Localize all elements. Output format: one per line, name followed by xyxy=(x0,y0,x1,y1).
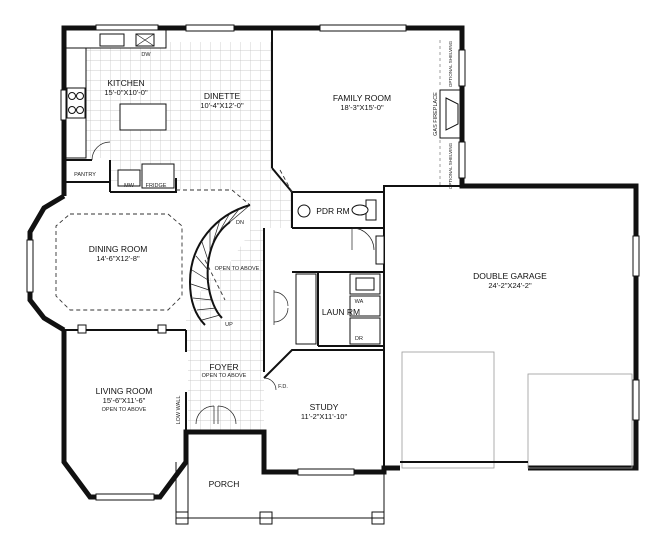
dw-label: DW xyxy=(141,52,151,58)
gas-fireplace-label: GAS FIREPLACE xyxy=(433,92,439,136)
family-room-label: FAMILY ROOM xyxy=(333,93,391,103)
fd-label: F.D. xyxy=(278,384,288,390)
living-room-label: LIVING ROOM xyxy=(96,386,153,396)
stair-up-label: UP xyxy=(225,322,233,328)
laun-rm-label: LAUN RM xyxy=(322,307,360,317)
laundry-fixtures xyxy=(273,273,381,345)
pdr-rm-label: PDR RM xyxy=(316,206,350,216)
front-doors[interactable] xyxy=(195,405,237,425)
living-room-dim: 15'-6"X11'-6" xyxy=(103,396,146,405)
foyer-label: FOYER xyxy=(209,362,238,372)
powder-fixtures xyxy=(297,199,385,265)
staircase[interactable] xyxy=(188,204,251,326)
kitchen-dim: 15'-0"X10'-0" xyxy=(104,88,148,97)
kitchen-label: KITCHEN xyxy=(107,78,144,88)
dining-room-dim: 14'-6"X12'-8" xyxy=(96,254,140,263)
dining-room-label: DINING ROOM xyxy=(89,244,148,254)
tile-floor xyxy=(86,42,292,434)
dinette-label: DINETTE xyxy=(204,91,241,101)
stair-dn-label: DN xyxy=(236,220,244,226)
family-room-dim: 18'-3"X15'-0" xyxy=(340,103,384,112)
dinette-dim: 10'-4"X12'-0" xyxy=(200,101,244,110)
pantry-label: PANTRY xyxy=(74,172,96,178)
fd-door-swing[interactable] xyxy=(263,377,277,391)
kitchen-fixtures xyxy=(65,29,175,189)
wa-label: WA xyxy=(355,299,364,305)
garage-label: DOUBLE GARAGE xyxy=(473,271,547,281)
study-dim: 11'-2"X11'-10" xyxy=(301,412,348,421)
study-label: STUDY xyxy=(310,402,339,412)
fireplace xyxy=(439,40,461,186)
windows xyxy=(26,24,640,501)
dining-ceiling-outline xyxy=(55,213,183,311)
garage-dim: 24'-2"X24'-2" xyxy=(488,281,532,290)
shelving-label-bottom: OPTIONAL SHELVING xyxy=(448,142,453,189)
foyer-note: OPEN TO ABOVE xyxy=(202,373,247,379)
dinette-boundary xyxy=(176,189,251,206)
garage-doors[interactable] xyxy=(400,351,633,469)
stair-open-label: OPEN TO ABOVE xyxy=(215,266,260,272)
shelving-label-top: OPTIONAL SHELVING xyxy=(448,40,453,87)
porch-label: PORCH xyxy=(209,479,240,489)
porch xyxy=(175,432,385,519)
dr-label: DR xyxy=(355,336,363,342)
low-wall-label: LOW WALL xyxy=(176,396,182,425)
living-room-note: OPEN TO ABOVE xyxy=(102,407,147,413)
mw-label: MW xyxy=(124,183,135,189)
fridge-label: FRIDGE xyxy=(146,183,167,189)
